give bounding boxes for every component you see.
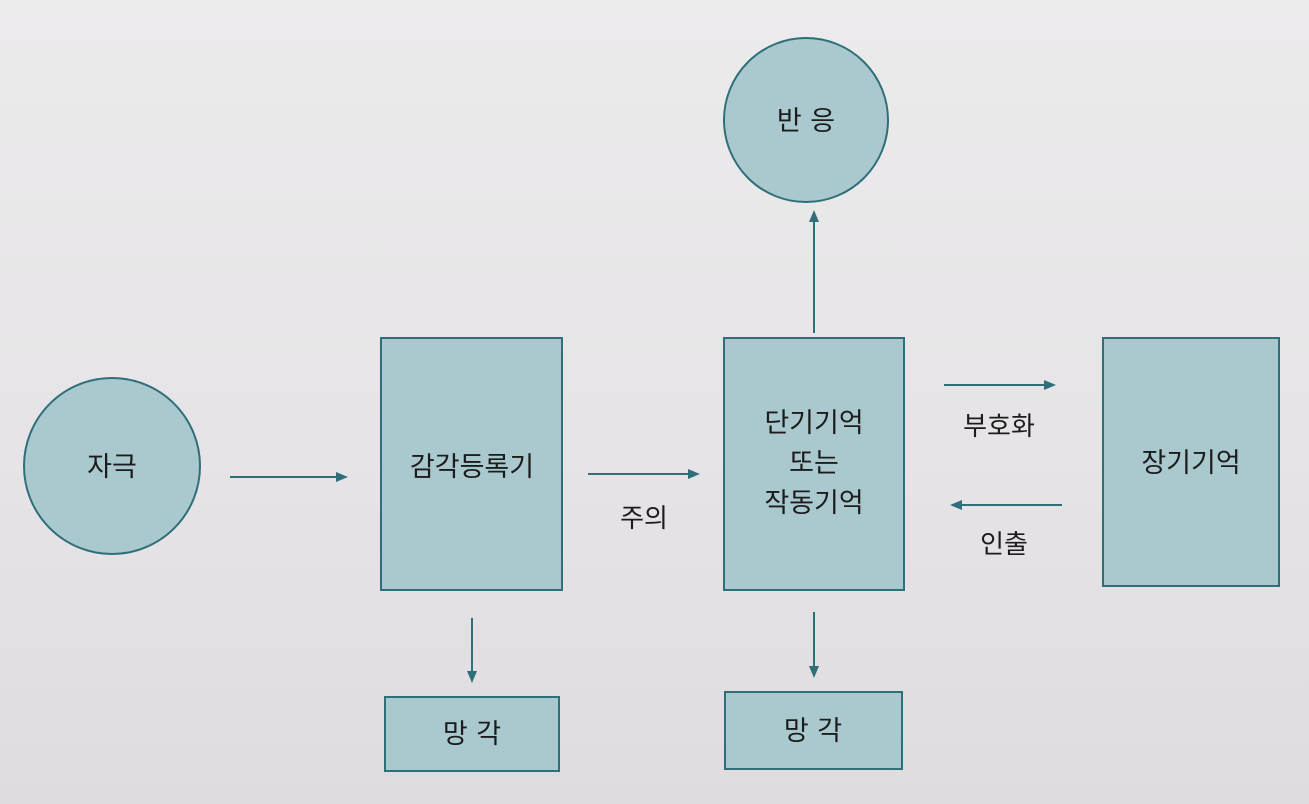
node-short-term-memory-line-1: 단기기억: [764, 408, 863, 439]
node-long-term-memory-label: 장기기억: [1141, 448, 1240, 479]
edge-to-response-arrowhead: [809, 210, 819, 222]
edge-retrieval-arrowhead: [950, 500, 962, 510]
node-sensory-register-label: 감각등록기: [410, 452, 534, 483]
edge-retrieval: 인출: [950, 500, 1062, 560]
node-forgetting-short-term-shape: [724, 691, 903, 770]
node-stimulus: 자극: [23, 377, 201, 555]
node-short-term-memory-line-2: 또는: [789, 448, 839, 479]
node-forgetting-sensory-label: 망 각: [443, 719, 501, 750]
edge-stimulus-to-sensory: [230, 472, 348, 482]
edge-sensory-to-forgetting-arrowhead: [467, 671, 477, 683]
node-forgetting-sensory-shape: [384, 696, 560, 772]
node-response-shape: [723, 37, 889, 203]
node-stimulus-label: 자극: [87, 452, 137, 483]
node-forgetting-sensory: 망 각: [384, 696, 560, 772]
node-response-label: 반 응: [777, 106, 835, 137]
edge-attention-label: 주의: [620, 504, 668, 534]
edge-attention-arrowhead: [688, 469, 700, 479]
node-long-term-memory: 장기기억: [1102, 337, 1280, 587]
node-response: 반 응: [723, 37, 889, 203]
edge-encoding-label: 부호화: [963, 412, 1035, 442]
node-short-term-memory-line-3: 작동기억: [764, 488, 863, 519]
node-stimulus-shape: [23, 377, 201, 555]
node-short-term-memory-shape: [723, 337, 905, 591]
edge-short-term-to-forgetting-arrowhead: [809, 666, 819, 678]
edge-attention: 주의: [588, 469, 700, 534]
edge-encoding-arrowhead: [1044, 380, 1056, 390]
edge-encoding: 부호화: [944, 380, 1056, 442]
edge-sensory-to-forgetting: [467, 618, 477, 683]
edge-stimulus-to-sensory-arrowhead: [336, 472, 348, 482]
edge-to-response: [809, 210, 819, 333]
node-sensory-register: 감각등록기: [380, 337, 563, 591]
node-forgetting-short-term: 망 각: [724, 691, 903, 770]
node-long-term-memory-shape: [1102, 337, 1280, 587]
node-sensory-register-shape: [380, 337, 563, 591]
edge-retrieval-label: 인출: [980, 530, 1028, 560]
node-short-term-memory: 단기기억 또는 작동기억: [723, 337, 905, 591]
edge-short-term-to-forgetting: [809, 612, 819, 678]
node-forgetting-short-term-label: 망 각: [784, 716, 842, 747]
